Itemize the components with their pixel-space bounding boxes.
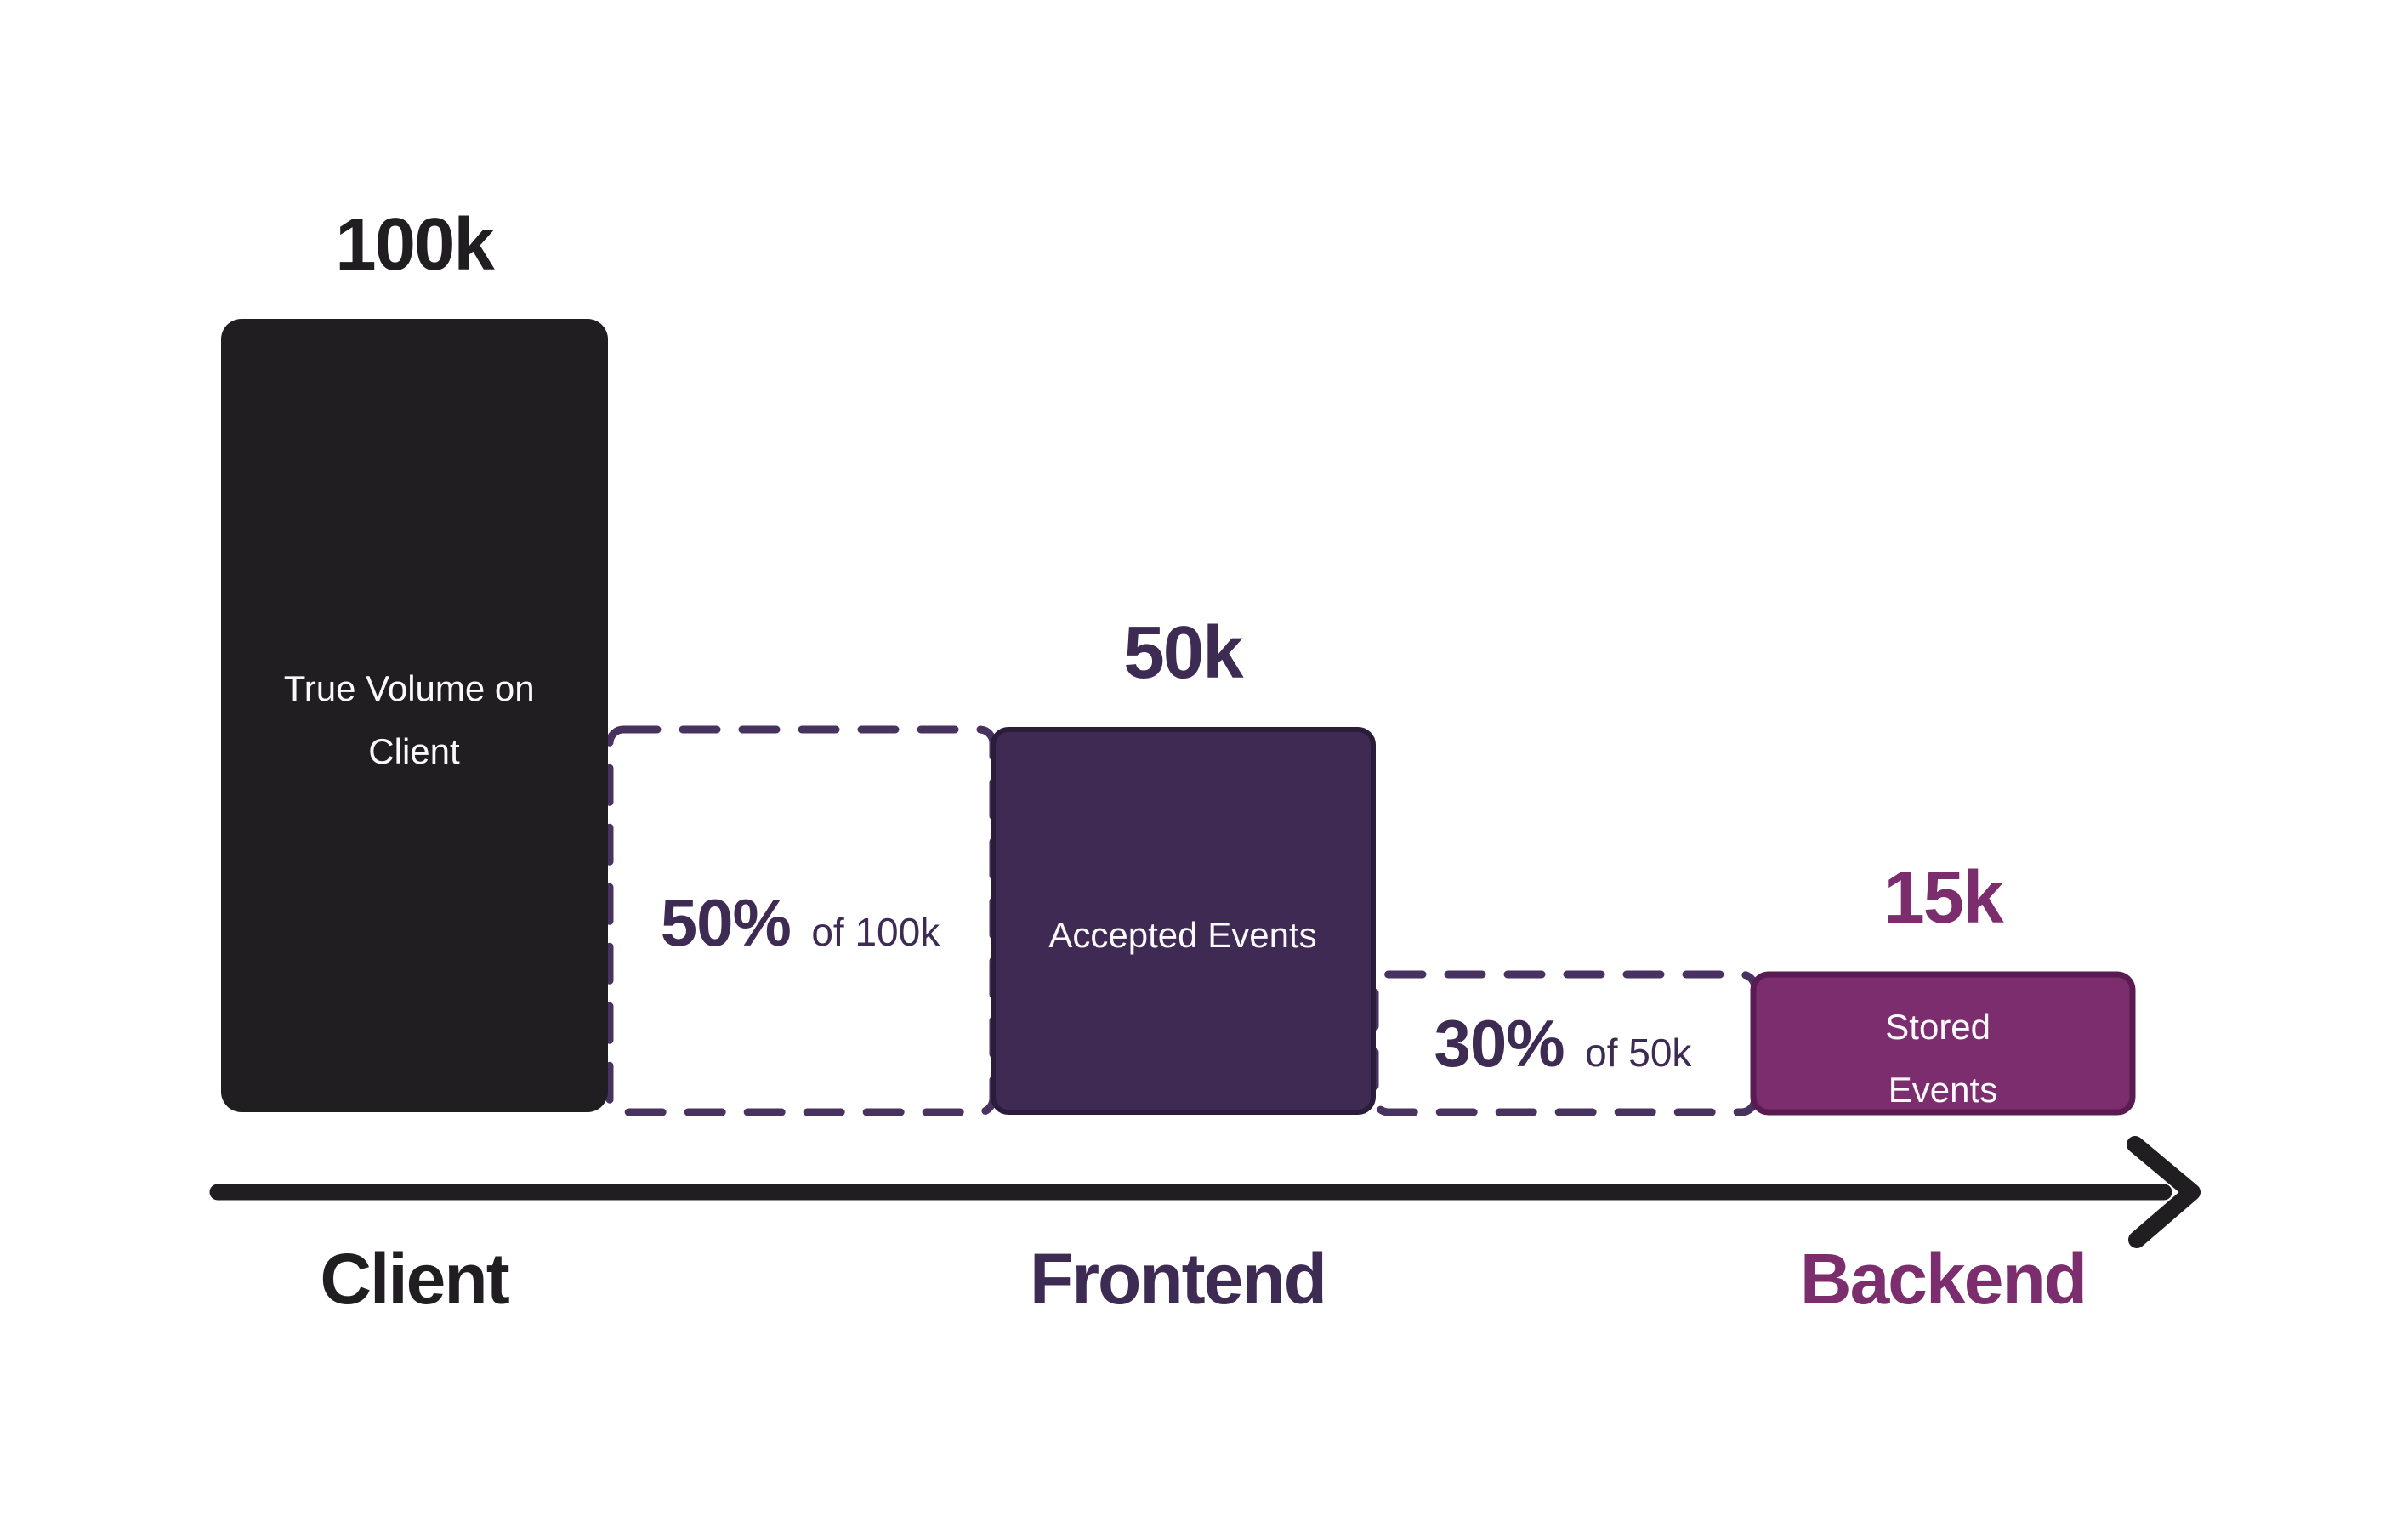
bar-frontend bbox=[991, 727, 1376, 1115]
drop-annotation-backend-of: of 50k bbox=[1585, 1031, 1692, 1075]
stage-label-backend: Backend bbox=[1800, 1239, 2086, 1319]
drop-annotation-frontend-pct: 50% bbox=[661, 885, 791, 960]
bar-backend bbox=[1750, 971, 2136, 1116]
timeline-arrowhead-icon bbox=[2127, 1136, 2201, 1248]
bar-backend-label: Stored Events bbox=[1885, 1007, 2000, 1110]
stage-label-client: Client bbox=[320, 1239, 508, 1319]
value-label-frontend: 50k bbox=[1123, 611, 1244, 694]
stage-label-frontend: Frontend bbox=[1030, 1239, 1326, 1319]
value-label-client: 100k bbox=[335, 203, 495, 286]
bar-client-label-line2: Client bbox=[368, 731, 460, 771]
bar-backend-label-line1: Stored bbox=[1885, 1007, 1991, 1047]
bar-client bbox=[221, 319, 608, 1112]
value-label-backend: 15k bbox=[1883, 856, 2004, 939]
dropped-events-box-backend bbox=[1371, 970, 1759, 1116]
bar-client-label: True Volume on Client bbox=[284, 668, 545, 771]
drop-annotation-frontend: 50% of 100k bbox=[661, 885, 940, 960]
drop-annotation-frontend-of: of 100k bbox=[811, 910, 940, 954]
drop-annotation-backend: 30% of 50k bbox=[1434, 1006, 1693, 1081]
bar-backend-label-line2: Events bbox=[1888, 1070, 1997, 1110]
bar-frontend-label: Accepted Events bbox=[1048, 915, 1316, 955]
drop-annotation-backend-pct: 30% bbox=[1434, 1006, 1565, 1081]
bar-client-label-line1: True Volume on bbox=[284, 668, 535, 708]
